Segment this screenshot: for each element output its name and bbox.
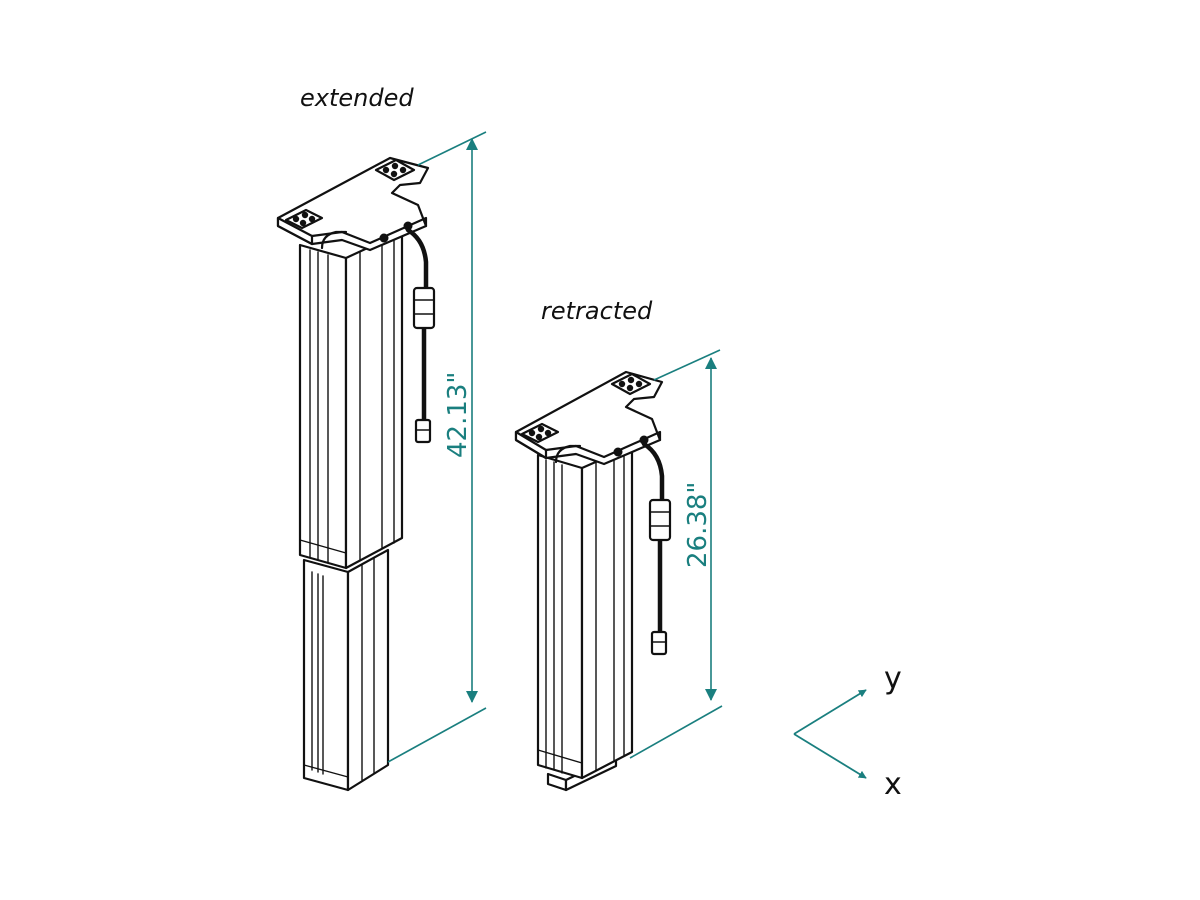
extended-mount-holes-right [374, 158, 416, 182]
y-axis-label: y [884, 661, 902, 696]
extended-column [276, 156, 436, 792]
retracted-top-plate [514, 370, 664, 466]
extended-screw-right [403, 221, 413, 231]
extended-screw-left [379, 233, 389, 243]
extended-mount-holes-left [284, 208, 324, 230]
retracted-height-label: 26.38" [683, 482, 713, 568]
extended-cable [405, 227, 436, 444]
retracted-caption: retracted [541, 297, 653, 325]
retracted-column [514, 370, 672, 792]
x-axis-label: x [884, 767, 902, 802]
extended-inner-tube [302, 548, 390, 792]
extended-caption: extended [300, 84, 414, 112]
axis-indicator: y x [793, 661, 902, 802]
extended-top-plate [276, 156, 430, 252]
retracted-dimension: 26.38" [629, 349, 723, 759]
extended-outer-tube [298, 230, 404, 570]
retracted-mount-holes-left [520, 422, 560, 444]
retracted-outer-tube [536, 444, 634, 780]
x-axis-arrow [793, 733, 867, 779]
extended-dimension: 42.13" [387, 131, 487, 763]
retracted-cable [641, 441, 672, 656]
y-axis-arrow [793, 689, 867, 735]
retracted-screw-right [639, 435, 649, 445]
retracted-mount-holes-right [610, 372, 652, 396]
extended-height-label: 42.13" [443, 372, 473, 458]
retracted-screw-left [613, 447, 623, 457]
